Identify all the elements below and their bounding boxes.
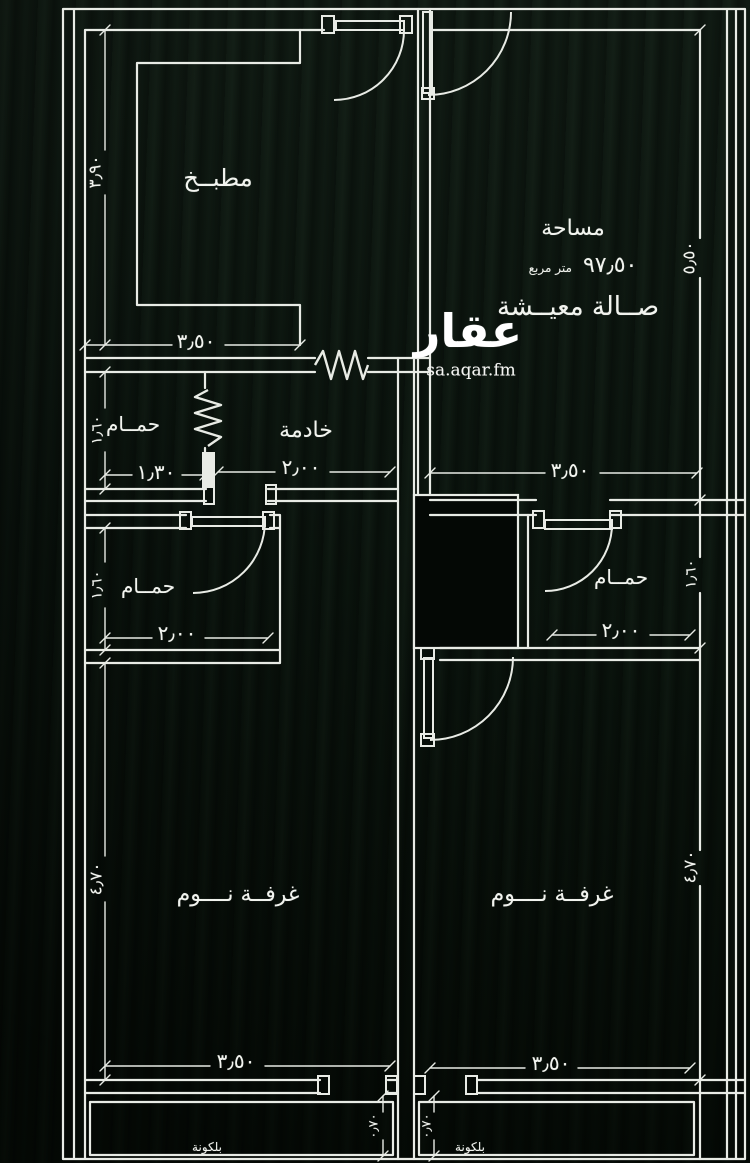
bathroom3-label: حمــام	[593, 565, 649, 589]
bedroom2-door	[420, 647, 514, 747]
dim-living-width: ٣٫٥٠	[550, 458, 590, 482]
dim-bath2-height: ١٫٦٠	[87, 570, 106, 600]
maid-door-frames	[203, 484, 277, 505]
outer-walls	[61, 7, 747, 1161]
entry-door-kitchen	[321, 15, 413, 101]
bathroom2-label: حمــام	[120, 574, 176, 598]
area-unit: متر مربع	[528, 261, 572, 275]
dim-living-height: ٥٫٥٠	[679, 241, 700, 275]
kitchen-walls	[83, 28, 432, 374]
dim-bath2-width: ٢٫٠٠	[157, 621, 197, 645]
bathroom1-label: حمــام	[105, 412, 161, 436]
bedroom1-label: غرفــة نــــوم	[176, 882, 300, 907]
maid-room-label: خادمة	[279, 418, 333, 443]
kitchen-label: مطبــخ	[183, 164, 253, 192]
dim-bath1-width: ١٫٣٠	[136, 460, 176, 484]
living-room-label: صــالة معيــشة	[496, 292, 660, 322]
balcony-door-frames	[317, 1075, 478, 1095]
middle-walls	[83, 370, 400, 503]
dim-kitchen-height: ٣٫٩٠	[85, 155, 106, 189]
entry-door-living	[421, 11, 512, 100]
balcony2-label: بلكونة	[455, 1140, 485, 1154]
bath3-door	[532, 510, 622, 592]
dim-bath3-width: ٢٫٠٠	[601, 618, 641, 642]
area-line: ٩٧٫٥٠ متر مربع	[529, 255, 638, 277]
dim-bedroom2-height: ٤٫٧٠	[680, 850, 701, 884]
dim-bath1-height: ١٫٦٠	[87, 415, 106, 445]
dim-balcony2-depth: ٠٫٧٠	[419, 1113, 435, 1139]
window-zigzags	[193, 349, 370, 447]
dimension-ticks	[79, 24, 706, 1162]
dim-kitchen-width: ٣٫٥٠	[176, 329, 216, 353]
bath2-door	[179, 511, 275, 594]
bedroom2-label: غرفــة نــــوم	[490, 882, 614, 907]
dim-bedroom1-width: ٣٫٥٠	[216, 1049, 256, 1073]
dim-bedroom1-height: ٤٫٧٠	[86, 862, 107, 896]
dim-bedroom2-width: ٣٫٥٠	[531, 1051, 571, 1075]
dimension-lines	[79, 24, 706, 1162]
balcony1-label: بلكونة	[192, 1140, 222, 1154]
aqar-watermark-site: sa.aqar.fm	[426, 360, 516, 381]
dim-bath3-height: ١٫٦٠	[681, 559, 700, 589]
dim-maid-width: ٢٫٠٠	[281, 455, 321, 479]
area-title: مساحة	[541, 216, 605, 241]
dim-balcony1-depth: ٠٫٧٠	[366, 1113, 382, 1139]
aqar-watermark-logo: عقار	[413, 304, 523, 358]
area-value: ٩٧٫٥٠	[582, 253, 638, 278]
